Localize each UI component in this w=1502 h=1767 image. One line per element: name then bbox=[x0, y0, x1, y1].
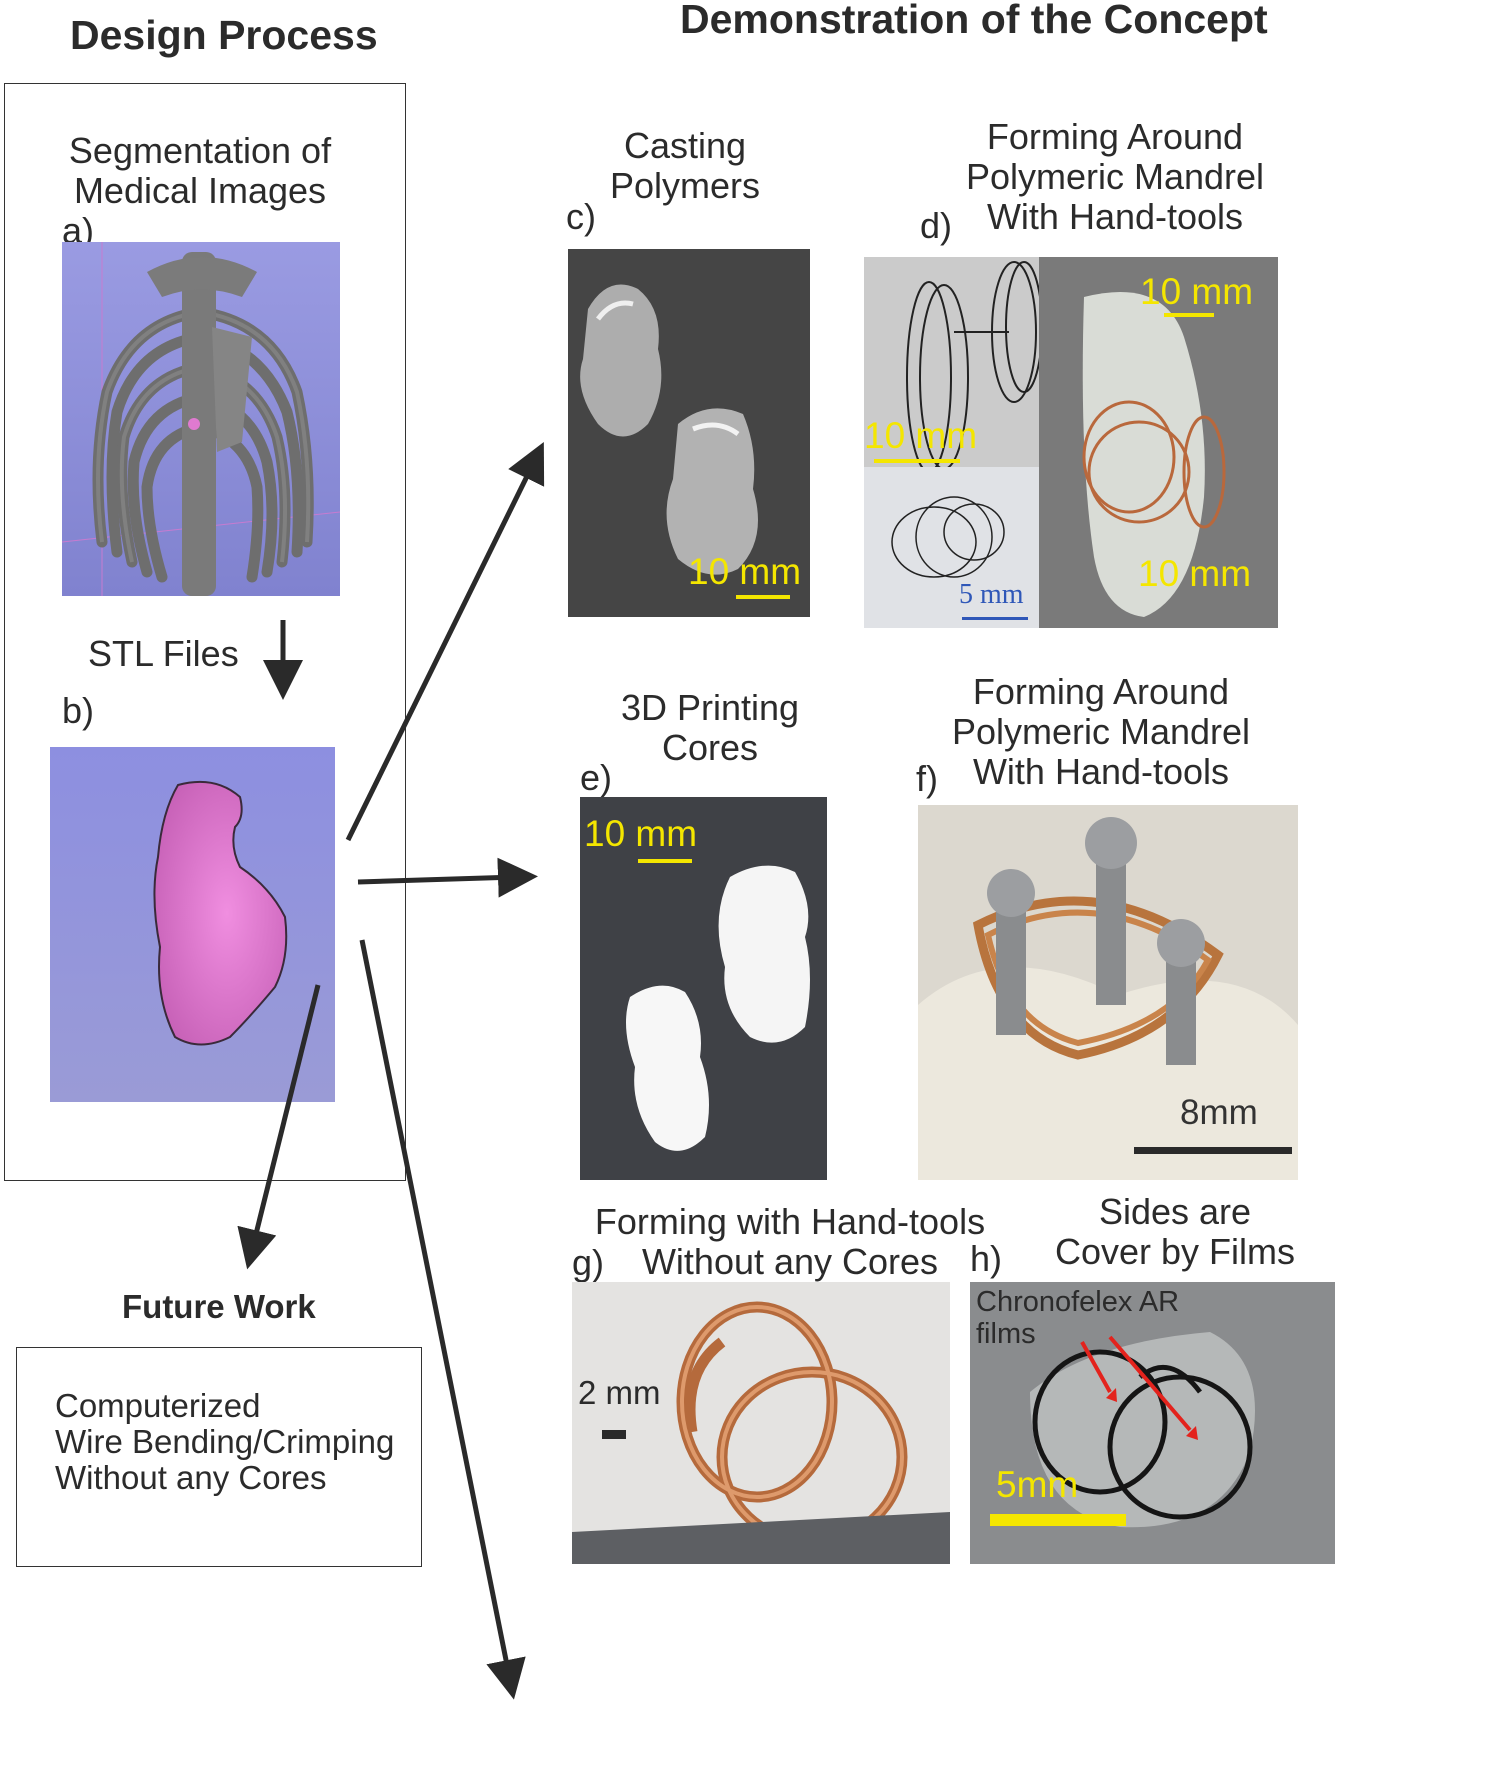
copper-wire-form-photo: 2 mm bbox=[572, 1282, 950, 1564]
panel-f-caption: Forming Around Polymeric Mandrel With Ha… bbox=[936, 672, 1266, 792]
future-line1: Computerized bbox=[55, 1387, 261, 1424]
panel-g-scale-bar bbox=[602, 1430, 626, 1439]
label-c: c) bbox=[566, 196, 596, 237]
cast-polymer-photo: 10 mm bbox=[568, 249, 810, 617]
panel-h-scale-label: 5mm bbox=[996, 1464, 1079, 1505]
label-f: f) bbox=[916, 758, 938, 799]
panel-c-line1: Casting bbox=[623, 125, 747, 166]
arrow-b-to-future bbox=[237, 984, 321, 1270]
panel-d-caption: Forming Around Polymeric Mandrel With Ha… bbox=[950, 117, 1280, 237]
panel-f-scale-bar bbox=[1134, 1147, 1292, 1154]
panel-d-scale2-bar bbox=[874, 459, 960, 463]
design-process-title: Design Process bbox=[70, 12, 378, 58]
panel-h-annot2: films bbox=[976, 1318, 1036, 1350]
panel-h-caption: Sides are Cover by Films bbox=[1040, 1192, 1310, 1272]
demonstration-title: Demonstration of the Concept bbox=[680, 0, 1268, 42]
stl-files-label: STL Files bbox=[88, 633, 239, 674]
panel-c-caption: Casting Polymers bbox=[560, 126, 810, 206]
panel-d-line2: Polymeric Mandrel bbox=[965, 156, 1265, 197]
panel-h-line1: Sides are bbox=[1098, 1191, 1252, 1232]
stl-heart-model-image bbox=[50, 747, 335, 1102]
panel-g-scale-label: 2 mm bbox=[578, 1374, 661, 1411]
future-work-box: Computerized Wire Bending/Crimping Witho… bbox=[16, 1347, 422, 1567]
rib-cage-segmentation-image bbox=[62, 242, 340, 596]
panel-h-scale-bar bbox=[990, 1514, 1126, 1526]
panel-h-line2: Cover by Films bbox=[1054, 1231, 1296, 1272]
panel-e-scale-label: 10 mm bbox=[584, 813, 698, 854]
panel-f-line1: Forming Around bbox=[972, 671, 1230, 712]
label-e: e) bbox=[580, 757, 613, 798]
panel-c-scale-bar bbox=[736, 595, 790, 599]
panel-h-annotation: Chronofelex AR films bbox=[976, 1286, 1179, 1350]
segmentation-line1: Segmentation of bbox=[68, 130, 332, 171]
panel-f-line2: Polymeric Mandrel bbox=[951, 711, 1251, 752]
panel-e-line2: Cores bbox=[661, 727, 759, 768]
panel-g-caption: Forming with Hand-tools Without any Core… bbox=[590, 1202, 990, 1282]
printed-cores-photo: 10 mm bbox=[580, 797, 827, 1180]
panel-d-scale1-bar bbox=[1164, 313, 1214, 317]
label-d: d) bbox=[920, 205, 953, 246]
segmentation-line2: Medical Images bbox=[73, 170, 327, 211]
label-h: h) bbox=[970, 1238, 1003, 1279]
panel-d-scale4-bar bbox=[962, 617, 1028, 620]
panel-h-annot1: Chronofelex AR bbox=[976, 1286, 1180, 1318]
panel-g-line2: Without any Cores bbox=[641, 1241, 939, 1282]
mandrel-screws-photo: 8mm bbox=[918, 805, 1298, 1180]
panel-d-scale2-label: 10 mm bbox=[864, 415, 978, 456]
panel-e-caption: 3D Printing Cores bbox=[585, 688, 835, 768]
future-work-title: Future Work bbox=[122, 1288, 316, 1325]
panel-d-scale3-label: 10 mm bbox=[1138, 553, 1252, 594]
segmentation-caption: Segmentation of Medical Images bbox=[40, 131, 360, 211]
panel-d-line3: With Hand-tools bbox=[986, 196, 1244, 237]
panel-e-scale-bar bbox=[638, 859, 692, 863]
film-covered-wire-photo: Chronofelex AR films 5mm bbox=[970, 1282, 1335, 1564]
panel-d-line1: Forming Around bbox=[986, 116, 1244, 157]
arrow-b-to-c bbox=[345, 442, 545, 842]
design-process-box bbox=[4, 83, 406, 1181]
panel-d-scale1-label: 10 mm bbox=[1140, 271, 1254, 312]
future-line3: Without any Cores bbox=[55, 1459, 327, 1496]
label-b: b) bbox=[62, 690, 95, 731]
label-g: g) bbox=[572, 1242, 605, 1283]
arrow-b-to-g bbox=[359, 939, 526, 1700]
panel-g-line1: Forming with Hand-tools bbox=[594, 1201, 986, 1242]
panel-d-scale4-label: 5 mm bbox=[959, 579, 1024, 610]
panel-c-line2: Polymers bbox=[609, 165, 761, 206]
panel-e-line1: 3D Printing bbox=[620, 687, 800, 728]
panel-f-scale-label: 8mm bbox=[1180, 1093, 1258, 1132]
panel-c-scale-label: 10 mm bbox=[688, 551, 802, 592]
panel-d-photo-collage: 10 mm 10 mm 10 mm 5 mm bbox=[864, 257, 1278, 628]
future-line2: Wire Bending/Crimping bbox=[55, 1423, 395, 1460]
arrow-b-to-e bbox=[357, 857, 538, 898]
panel-f-line3: With Hand-tools bbox=[972, 751, 1230, 792]
